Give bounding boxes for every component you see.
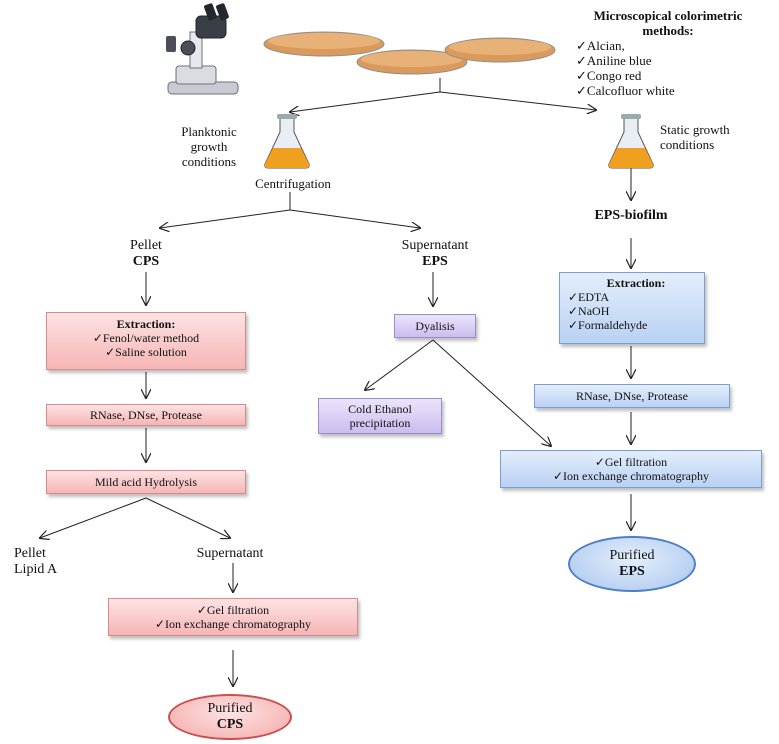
chromatography-item: ✓Gel filtration (594, 455, 668, 469)
extraction-box-left: Extraction: ✓Fenol/water method ✓Saline … (46, 312, 246, 370)
cold-ethanol-box: Cold Ethanol precipitation (318, 398, 442, 434)
eps-biofilm-label: EPS-biofilm (594, 208, 668, 223)
methods-panel: Microscopical colorimetric methods: ✓Alc… (568, 8, 768, 98)
chromatography-item: ✓Gel filtration (196, 603, 270, 617)
extraction-box-right: Extraction: ✓EDTA ✓NaOH ✓Formaldehyde (559, 272, 705, 344)
static-label: Static growth conditions (660, 122, 730, 152)
microscope-icon (166, 3, 239, 95)
chromatography-box-right: ✓Gel filtration ✓Ion exchange chromatogr… (500, 450, 762, 488)
cps-product-label: CPS (216, 717, 244, 732)
centrifugation-label: Centrifugation (255, 176, 331, 191)
enzymes-box-right: RNase, DNse, Protease (534, 384, 730, 408)
dyalisis-box: Dyalisis (394, 314, 476, 338)
chromatography-box-left: ✓Gel filtration ✓Ion exchange chromatogr… (108, 598, 358, 636)
chromatography-item: ✓Ion exchange chromatography (553, 469, 709, 483)
extraction-item: ✓NaOH (568, 304, 610, 318)
method-item: ✓Congo red (576, 68, 642, 83)
purified-label: Purified (207, 701, 253, 716)
extraction-title: Extraction: (116, 317, 176, 331)
extraction-item: ✓Formaldehyde (568, 318, 648, 332)
cps-label: CPS (132, 254, 160, 269)
purified-eps-ellipse: Purified EPS (568, 536, 696, 592)
supernatant-label-2: Supernatant (196, 546, 264, 561)
method-item: ✓Aniline blue (576, 53, 652, 68)
eps-label: EPS (422, 254, 448, 269)
methods-list: ✓Alcian, ✓Aniline blue ✓Congo red ✓Calco… (568, 38, 768, 98)
mild-acid-hydrolysis-box: Mild acid Hydrolysis (46, 470, 246, 494)
method-item: ✓Alcian, (576, 38, 625, 53)
purified-cps-ellipse: Purified CPS (168, 694, 292, 740)
extraction-item: ✓Fenol/water method (92, 331, 200, 345)
flask-icon-planktonic (264, 114, 310, 169)
extraction-title: Extraction: (606, 276, 666, 290)
petri-dishes-icon (263, 31, 556, 75)
purified-label: Purified (609, 548, 655, 563)
pellet-label: Pellet (130, 238, 162, 253)
extraction-item: ✓EDTA (568, 290, 610, 304)
extraction-item: ✓Saline solution (105, 345, 187, 359)
planktonic-label: Planktonic growth conditions (181, 124, 237, 169)
flask-icon-static (608, 114, 654, 169)
pellet-lipid-label: Pellet Lipid A (14, 546, 58, 577)
enzymes-box-left: RNase, DNse, Protease (46, 404, 246, 426)
method-item: ✓Calcofluor white (576, 83, 675, 98)
supernatant-label: Supernatant (401, 238, 469, 253)
chromatography-item: ✓Ion exchange chromatography (155, 617, 311, 631)
eps-product-label: EPS (619, 564, 645, 579)
methods-title: Microscopical colorimetric methods: (593, 8, 743, 38)
